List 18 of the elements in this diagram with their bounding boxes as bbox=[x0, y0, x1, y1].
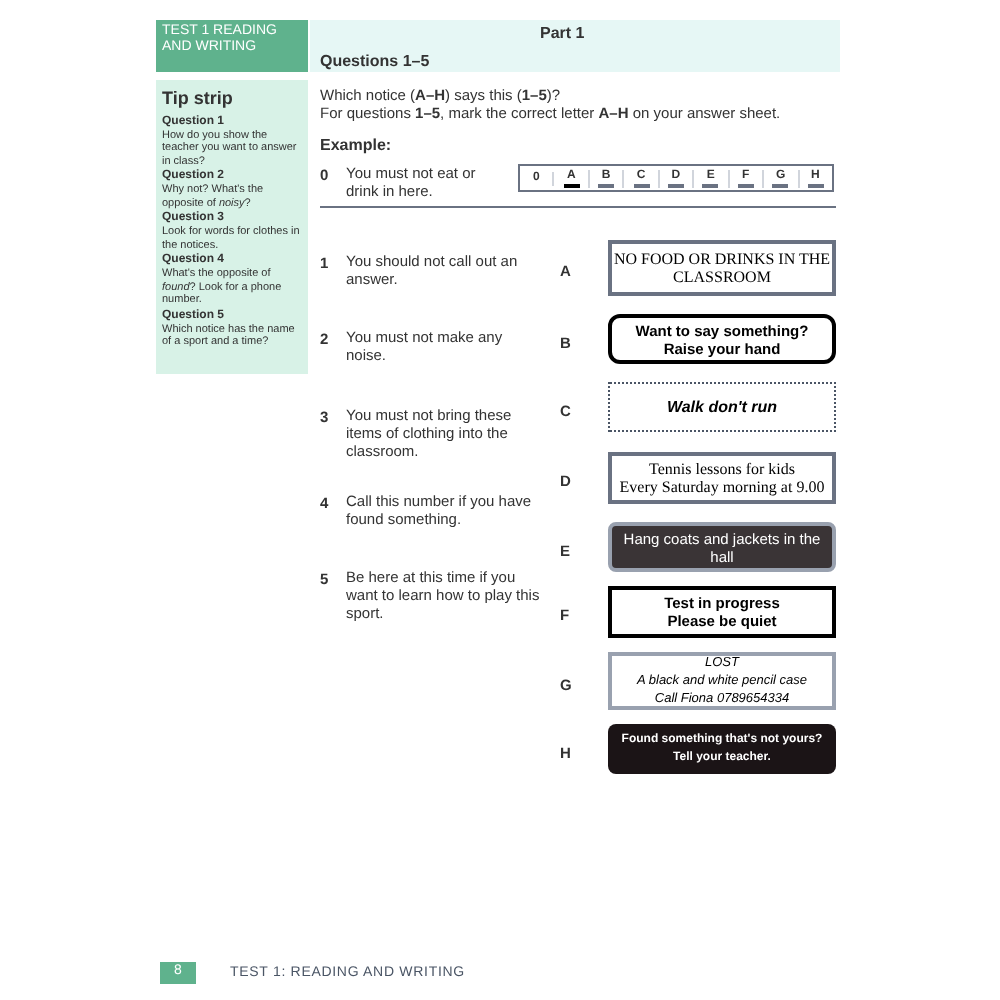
notice-sign bbox=[608, 382, 836, 432]
notice-sign bbox=[608, 652, 836, 710]
notice-sign bbox=[608, 522, 836, 572]
notice-text: Tennis lessons for kids bbox=[649, 460, 795, 478]
part-heading: Part 1 bbox=[540, 22, 585, 46]
tip-strip-panel bbox=[156, 80, 308, 374]
example-heading: Example: bbox=[320, 134, 392, 158]
notice-text: NO FOOD OR DRINKS IN THE CLASSROOM bbox=[612, 250, 832, 286]
notice-sign bbox=[608, 240, 836, 296]
panel-heading: Tip strip bbox=[162, 86, 235, 112]
notice-text: Walk don't run bbox=[666, 398, 778, 416]
notice-text: Every Saturday morning at 9.00 bbox=[619, 478, 825, 496]
notice-sign bbox=[608, 586, 836, 638]
questions-heading: Questions 1–5 bbox=[320, 50, 430, 74]
notice-sign bbox=[608, 314, 836, 364]
notice-sign bbox=[608, 724, 836, 774]
notice-sign bbox=[608, 452, 836, 504]
section-tab bbox=[156, 20, 308, 72]
